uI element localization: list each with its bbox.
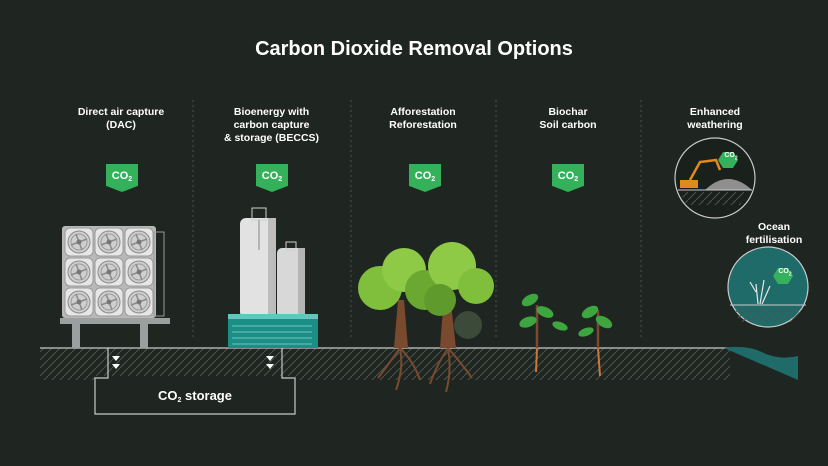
label-dac: Direct air capture(DAC) xyxy=(77,106,165,131)
weathering-circle xyxy=(674,137,756,219)
column-separators xyxy=(192,100,642,340)
co2-storage-label: CO2 storage xyxy=(158,388,232,404)
down-arrow-icon xyxy=(266,356,274,369)
page-title: Carbon Dioxide Removal Options xyxy=(255,38,573,60)
shoreline-water xyxy=(724,346,798,380)
co2-tag-ocean: CO2 xyxy=(778,268,792,278)
co2-badge: CO2 xyxy=(552,164,584,192)
co2-tag-weathering: CO2 xyxy=(724,152,738,162)
ground xyxy=(40,347,730,380)
co2-storage-reservoir xyxy=(94,348,296,415)
dac-unit xyxy=(60,226,170,348)
forest xyxy=(358,242,494,393)
ocean-circle xyxy=(727,246,809,328)
down-arrow-icon xyxy=(112,356,120,369)
co2-badge: CO2 xyxy=(106,164,138,192)
co2-badge: CO2 xyxy=(409,164,441,192)
co2-badge: CO2 xyxy=(256,164,288,192)
saplings xyxy=(519,293,613,377)
beccs-plant xyxy=(228,207,318,348)
